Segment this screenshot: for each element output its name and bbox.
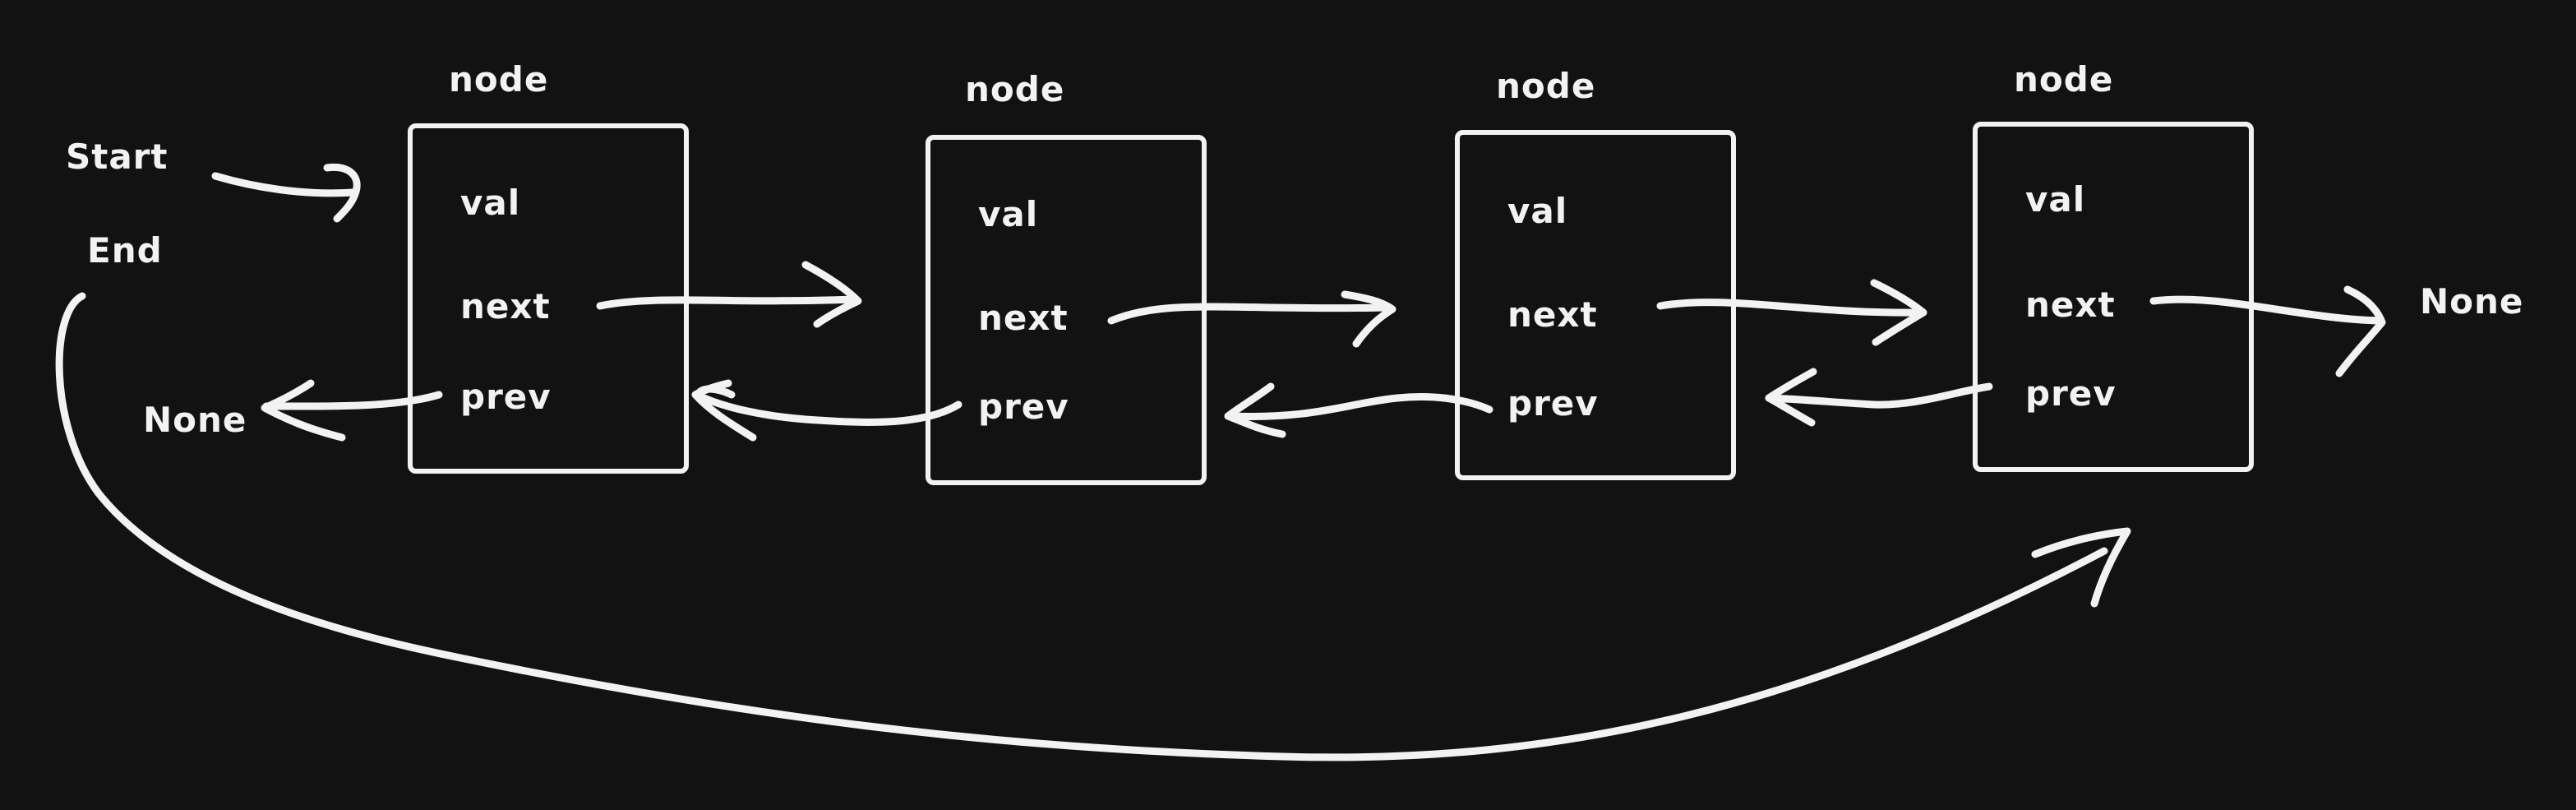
node-1-prev-field: prev bbox=[460, 377, 552, 417]
node-2-next-field: next bbox=[978, 298, 1069, 338]
node-3-next-field: next bbox=[1507, 294, 1598, 335]
node-4-next-field: next bbox=[2025, 285, 2116, 325]
node-1-next-arrow bbox=[596, 261, 862, 328]
end-arrow bbox=[55, 292, 2131, 761]
node-1-val-field: val bbox=[460, 183, 521, 223]
node-3-prev-arrow bbox=[1224, 382, 1493, 438]
node-3-val-field: val bbox=[1507, 191, 1568, 231]
node-2-prev-field: prev bbox=[978, 386, 1069, 427]
node-title-4: node bbox=[2014, 59, 2114, 100]
node-title-2: node bbox=[965, 69, 1065, 109]
node-2-prev-arrow bbox=[691, 379, 963, 442]
node-4-next-arrow bbox=[2149, 285, 2386, 377]
node-box-4 bbox=[1973, 122, 2254, 472]
end-label: End bbox=[87, 230, 163, 271]
none-right-label: None bbox=[2420, 281, 2524, 322]
node-1-prev-arrow bbox=[261, 379, 443, 442]
node-4-prev-arrow bbox=[1765, 368, 1993, 427]
node-3-next-arrow bbox=[1656, 279, 1927, 346]
node-2-next-arrow bbox=[1107, 290, 1396, 348]
node-title-3: node bbox=[1496, 66, 1596, 106]
start-label: Start bbox=[66, 137, 169, 177]
none-left-label: None bbox=[143, 400, 247, 440]
node-title-1: node bbox=[449, 59, 549, 100]
node-3-prev-field: prev bbox=[1507, 383, 1599, 424]
node-1-next-field: next bbox=[460, 286, 551, 326]
node-4-prev-field: prev bbox=[2025, 373, 2117, 414]
node-2-val-field: val bbox=[978, 194, 1039, 234]
node-4-val-field: val bbox=[2025, 179, 2086, 220]
start-arrow bbox=[211, 163, 361, 223]
